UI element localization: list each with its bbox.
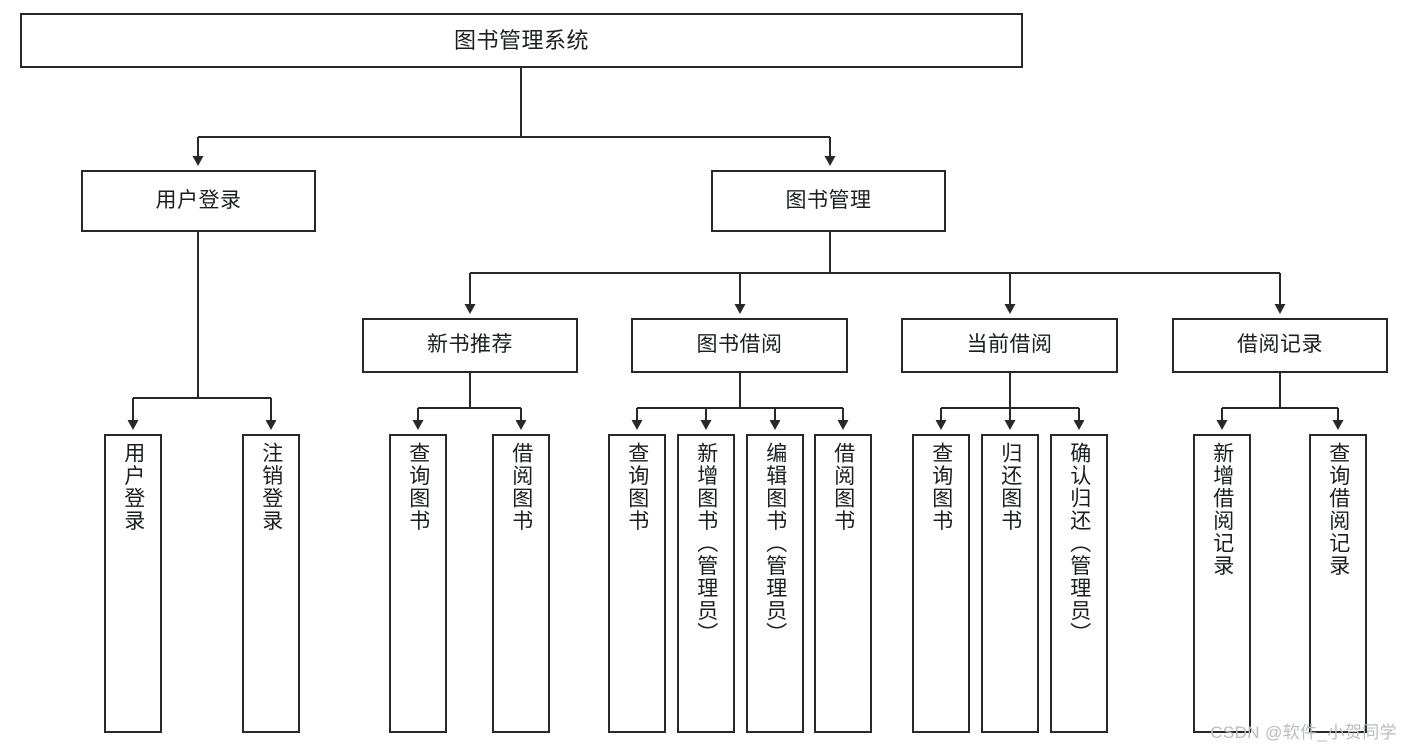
- node-book-borrow[interactable]: 图书借阅: [631, 318, 848, 373]
- node-label: 新增借阅记录: [1210, 442, 1234, 577]
- node-label: 用户登录: [155, 188, 242, 212]
- node-label: 确认归还（管理员）: [1067, 442, 1091, 645]
- node-label: 查询图书: [406, 442, 430, 532]
- node-current-borrow[interactable]: 当前借阅: [901, 318, 1118, 373]
- node-label: 注销登录: [259, 442, 283, 532]
- node-label: 借阅图书: [831, 442, 855, 532]
- node-label: 借阅图书: [509, 442, 533, 532]
- node-label: 图书管理: [785, 188, 872, 212]
- node-label: 图书借阅: [696, 333, 783, 357]
- node-book-management[interactable]: 图书管理: [711, 170, 946, 232]
- node-user-login[interactable]: 用户登录: [81, 170, 316, 232]
- node-leaf-query-book-borrow[interactable]: 查询图书: [608, 434, 666, 733]
- node-leaf-query-book-current[interactable]: 查询图书: [912, 434, 970, 733]
- node-label: 当前借阅: [966, 333, 1053, 357]
- node-label: 新书推荐: [427, 333, 513, 357]
- node-label: 用户登录: [121, 442, 145, 532]
- node-label: 查询图书: [625, 442, 649, 532]
- node-root-system[interactable]: 图书管理系统: [20, 13, 1023, 68]
- node-leaf-logout[interactable]: 注销登录: [242, 434, 300, 733]
- node-leaf-add-borrow-record[interactable]: 新增借阅记录: [1193, 434, 1251, 733]
- node-leaf-user-login[interactable]: 用户登录: [104, 434, 162, 733]
- node-leaf-borrow-book[interactable]: 借阅图书: [814, 434, 872, 733]
- node-leaf-borrow-book-recommend[interactable]: 借阅图书: [492, 434, 550, 733]
- node-leaf-return-book[interactable]: 归还图书: [981, 434, 1039, 733]
- node-leaf-add-book-admin[interactable]: 新增图书（管理员）: [677, 434, 735, 733]
- node-borrow-record[interactable]: 借阅记录: [1172, 318, 1388, 373]
- node-new-book-recommend[interactable]: 新书推荐: [362, 318, 578, 373]
- node-label: 编辑图书（管理员）: [763, 442, 787, 645]
- node-label: 归还图书: [998, 442, 1022, 532]
- node-leaf-confirm-return-admin[interactable]: 确认归还（管理员）: [1050, 434, 1108, 733]
- watermark-text: CSDN @软件_小贺同学: [1210, 723, 1397, 742]
- node-leaf-query-book-recommend[interactable]: 查询图书: [389, 434, 447, 733]
- node-label: 借阅记录: [1237, 333, 1323, 357]
- node-label: 新增图书（管理员）: [694, 442, 718, 645]
- node-leaf-query-borrow-record[interactable]: 查询借阅记录: [1309, 434, 1367, 733]
- node-leaf-edit-book-admin[interactable]: 编辑图书（管理员）: [746, 434, 804, 733]
- node-label: 图书管理系统: [453, 27, 589, 53]
- node-label: 查询借阅记录: [1326, 442, 1350, 577]
- node-label: 查询图书: [929, 442, 953, 532]
